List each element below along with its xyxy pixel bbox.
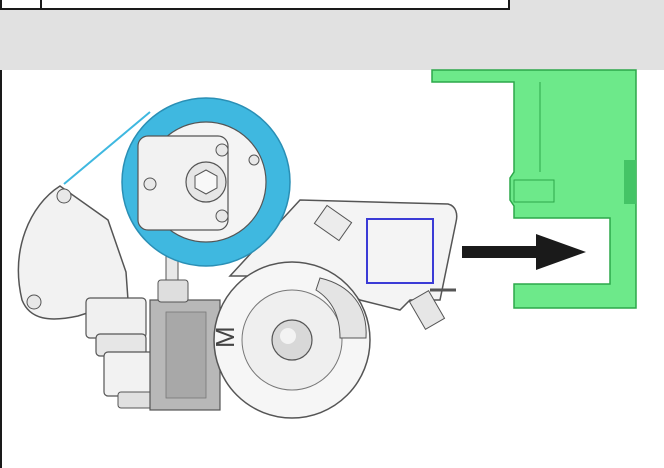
top-gray-strip: [0, 0, 664, 70]
idler-roller-stack: [85, 297, 159, 409]
hex-bore: [194, 169, 218, 195]
spool-mount-plate: [137, 135, 229, 231]
left-frame-line: [0, 70, 2, 468]
filament-line: [63, 111, 151, 185]
phillips-screw-icon: [143, 177, 157, 191]
green-block-slot: [624, 160, 636, 204]
phillips-screw-icon: [56, 188, 72, 204]
stepper-motor: [149, 299, 221, 411]
drive-gear-disc: M: [210, 261, 371, 419]
highlight-box: [366, 218, 434, 284]
phillips-screw-icon: [215, 143, 229, 157]
phillips-screw-icon: [215, 209, 229, 223]
green-target-block: [431, 69, 637, 309]
green-block-notch: [513, 179, 555, 203]
phillips-screw-icon: [26, 294, 42, 310]
top-frame-box: [0, 0, 510, 10]
filament-spool: [121, 97, 291, 267]
tension-lever: [17, 185, 129, 320]
phillips-screw-icon: [248, 154, 260, 166]
housing-screw-boss: [313, 204, 353, 242]
right-arrow-icon: [462, 234, 586, 270]
housing-screw-boss: [408, 289, 446, 331]
gear-mark-label: M: [210, 326, 240, 348]
gear-guard: [315, 277, 367, 339]
